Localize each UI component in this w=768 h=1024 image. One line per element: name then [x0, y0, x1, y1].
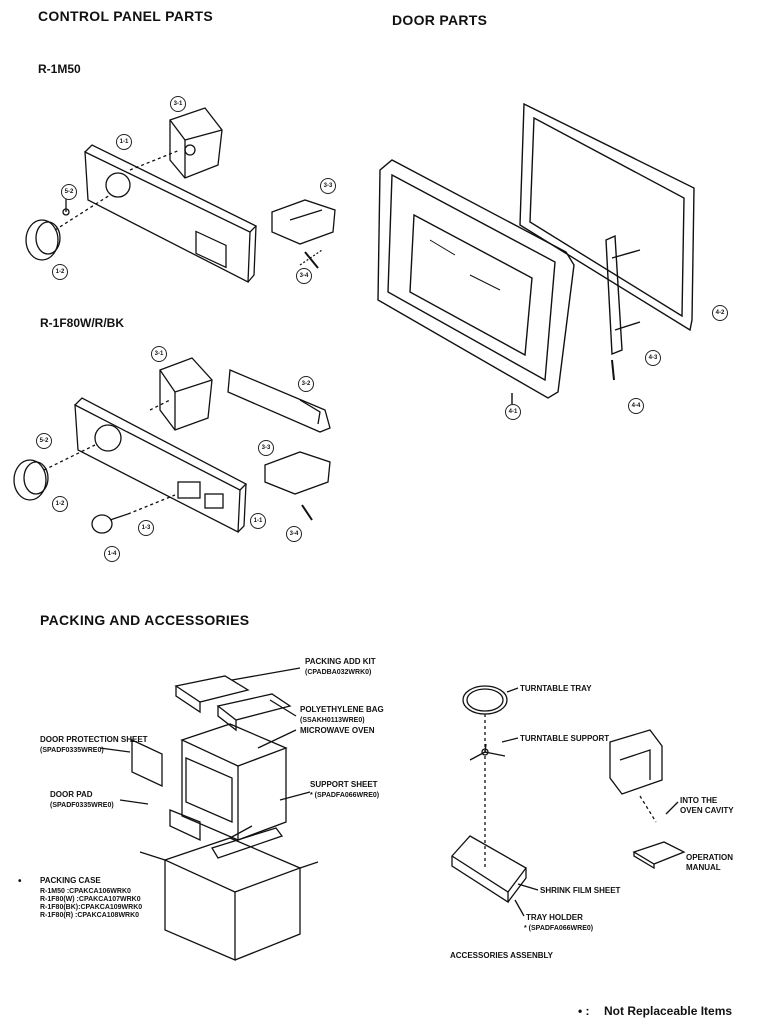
- door-callout-1: 4-1: [505, 404, 521, 420]
- label-door-protection-sheet: DOOR PROTECTION SHEET: [40, 735, 148, 744]
- code-packing-add-kit: (CPADBA032WRK0): [305, 669, 372, 676]
- callout-timer-2: 3-1: [151, 346, 167, 362]
- callout-latch: 3-3: [320, 178, 336, 194]
- code-door-protection-sheet: (SPADF0335WRE0): [40, 747, 104, 754]
- callout-spring: 3-4: [296, 268, 312, 284]
- label-microwave-oven: MICROWAVE OVEN: [300, 726, 375, 735]
- label-accessories-assembly: ACCESSORIES ASSENBLY: [450, 951, 553, 960]
- door-callout-3: 4-3: [645, 350, 661, 366]
- callout-button-cap: 1-4: [104, 546, 120, 562]
- label-turntable-tray: TURNTABLE TRAY: [520, 684, 592, 693]
- callout-timer: 3-1: [170, 96, 186, 112]
- control-panel-parts-heading: CONTROL PANEL PARTS: [38, 8, 214, 24]
- model-label-r1f80: R-1F80W/R/BK: [40, 316, 125, 330]
- label-door-pad: DOOR PAD: [50, 790, 93, 799]
- callout-panel-2: 1-1: [250, 513, 266, 529]
- label-into-cavity: INTO THE OVEN CAVITY: [680, 796, 734, 815]
- code-tray-holder: * (SPADFA066WRE0): [524, 925, 594, 932]
- case-row-4: R-1F80(R) :CPAKCA108WRK0: [40, 912, 140, 919]
- footnote-mark: • :: [578, 1004, 590, 1018]
- callout-knob: 1-2: [52, 264, 68, 280]
- callout-latch-2: 3-3: [258, 440, 274, 456]
- label-packing-case: PACKING CASE: [40, 876, 101, 885]
- label-support-sheet: SUPPORT SHEET: [310, 780, 378, 789]
- callout-knob-2: 1-2: [52, 496, 68, 512]
- callout-lever: 3-2: [298, 376, 314, 392]
- callout-panel: 1-1: [116, 134, 132, 150]
- code-poly-bag: (SSAKH0113WRE0): [300, 717, 365, 724]
- label-tray-holder: TRAY HOLDER: [526, 913, 583, 922]
- label-shrink-film: SHRINK FILM SHEET: [540, 886, 621, 895]
- code-door-pad: (SPADF0335WRE0): [50, 802, 114, 809]
- case-row-2: R-1F80(W) :CPAKCA107WRK0: [40, 896, 141, 903]
- door-callout-4: 4-4: [628, 398, 644, 414]
- not-replaceable-mark-case: •: [18, 876, 22, 887]
- door-callout-2: 4-2: [712, 305, 728, 321]
- case-row-3: R-1F80(BK):CPAKCA109WRK0: [40, 904, 143, 911]
- packing-accessories-heading: PACKING AND ACCESSORIES: [40, 612, 250, 628]
- callout-screw-2: 5-2: [36, 433, 52, 449]
- case-row-1: R-1M50 :CPAKCA106WRK0: [40, 888, 131, 895]
- callout-spring-2: 3-4: [286, 526, 302, 542]
- door-parts-heading: DOOR PARTS: [392, 12, 488, 28]
- label-packing-add-kit: PACKING ADD KIT: [305, 657, 376, 666]
- label-turntable-support: TURNTABLE SUPPORT: [520, 734, 610, 743]
- footnote-text: Not Replaceable Items: [604, 1004, 733, 1018]
- callout-screw: 5-2: [61, 184, 77, 200]
- model-label-r1m50: R-1M50: [38, 62, 81, 76]
- code-support-sheet: * (SPADFA066WRE0): [310, 792, 380, 799]
- callout-button: 1-3: [138, 520, 154, 536]
- label-operation-manual: OPERATION MANUAL: [686, 853, 733, 872]
- label-poly-bag: POLYETHYLENE BAG: [300, 705, 384, 714]
